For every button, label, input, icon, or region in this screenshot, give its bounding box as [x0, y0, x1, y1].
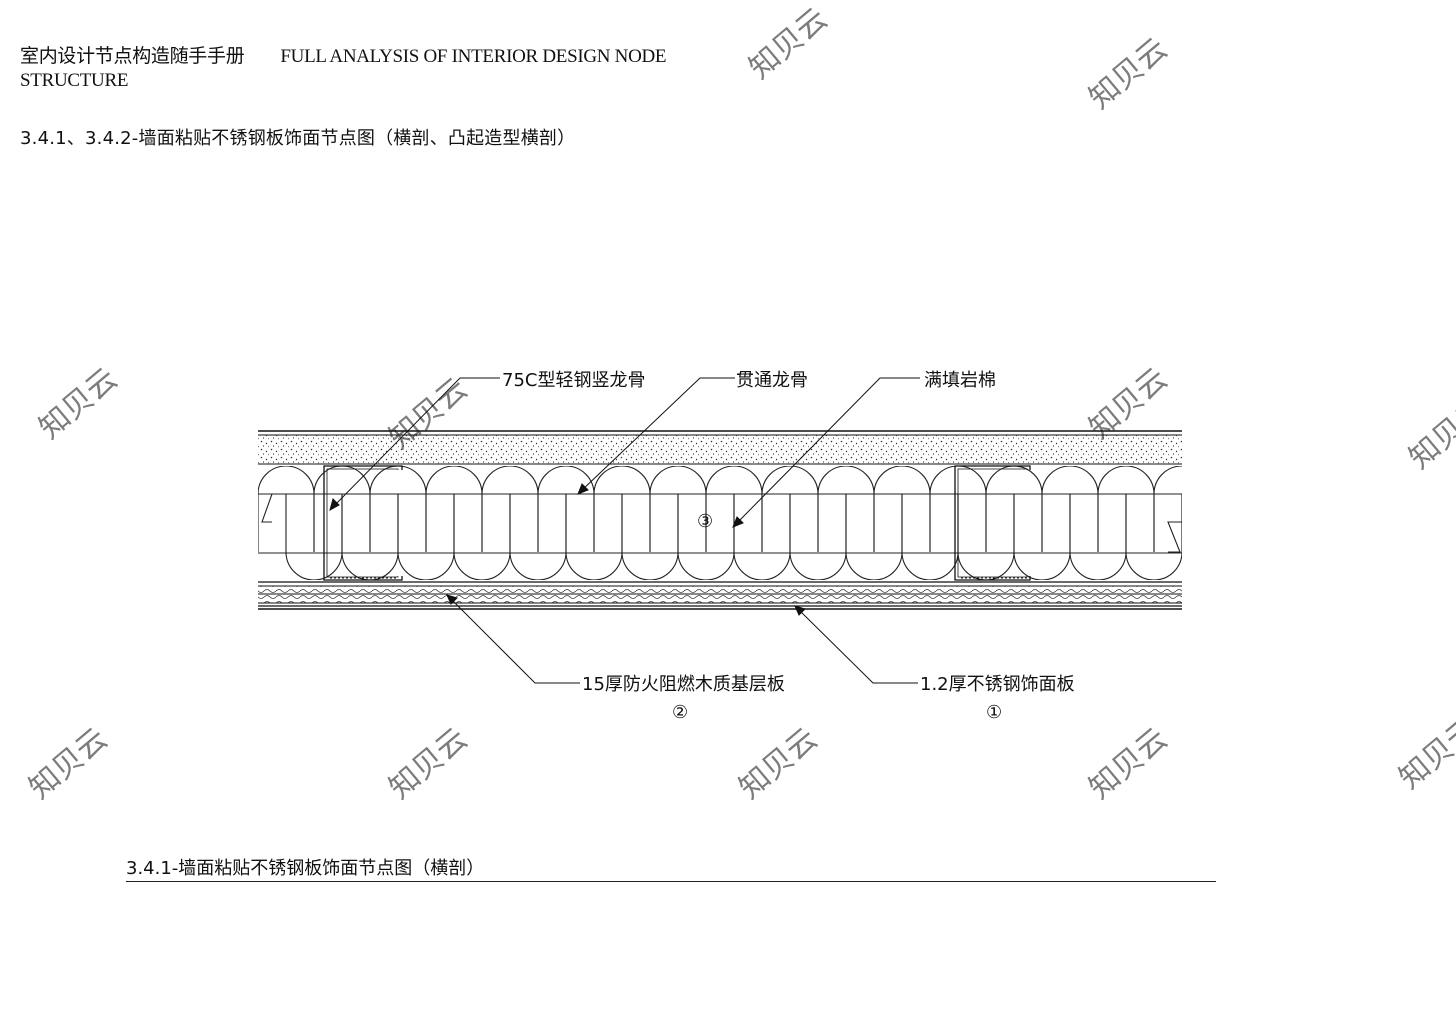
drawing-caption: 3.4.1-墙面粘贴不锈钢板饰面节点图（横剖） [126, 858, 485, 879]
leader-lines [329, 377, 920, 684]
insulation-loop [1181, 494, 1182, 558]
insulation-loop [481, 466, 539, 552]
watermark-text: 知贝云 [23, 721, 114, 806]
insulation-loop [789, 494, 847, 580]
insulation-loop [453, 494, 511, 580]
watermark-text: 知贝云 [743, 1, 834, 86]
header-title-en-continued: STRUCTURE [20, 70, 129, 91]
insulation-loop [537, 466, 595, 552]
label-base-board: 15厚防火阻燃木质基层板 [582, 674, 785, 695]
rock-wool-insulation [258, 466, 1182, 580]
watermark-text: 知贝云 [383, 721, 474, 806]
watermark-text: 知贝云 [1083, 31, 1174, 116]
insulation-loop [1153, 466, 1182, 495]
top-board [258, 430, 1182, 465]
insulation-loop [1013, 494, 1071, 580]
header-title: 室内设计节点构造随手手册 FULL ANALYSIS OF INTERIOR DE… [20, 44, 780, 70]
insulation-loop [677, 494, 735, 580]
watermark-text: 知贝云 [1083, 721, 1174, 806]
insulation-loop [705, 466, 763, 552]
marker-2: ② [672, 702, 688, 723]
insulation-loop [397, 494, 455, 580]
insulation-loop [733, 494, 791, 580]
insulation-loop [901, 494, 959, 580]
bottom-boards [258, 581, 1182, 610]
insulation-loop [1125, 494, 1182, 580]
insulation-loop [621, 494, 679, 580]
watermark-text: 知贝云 [733, 721, 824, 806]
insulation-loop [1097, 466, 1155, 552]
header-title-cn: 室内设计节点构造随手手册 [20, 46, 245, 67]
insulation-loop [761, 466, 819, 552]
insulation-loop [425, 466, 483, 552]
watermark-text: 知贝云 [1403, 391, 1456, 476]
insulation-loop [1041, 466, 1099, 552]
watermark-text: 知贝云 [1393, 711, 1456, 796]
watermark-text: 知贝云 [1083, 361, 1174, 446]
insulation-loop [285, 494, 343, 580]
label-stud: 75C型轻钢竖龙骨 [502, 370, 645, 391]
section-title: 3.4.1、3.4.2-墙面粘贴不锈钢板饰面节点图（横剖、凸起造型横剖） [20, 128, 576, 149]
marker-1: ① [986, 702, 1002, 723]
insulation-loop [873, 466, 931, 552]
watermark-text: 知贝云 [33, 361, 124, 446]
break-marks [258, 493, 1182, 553]
steel-stud-left [323, 465, 403, 581]
insulation-loop [1069, 494, 1127, 580]
insulation-loop [509, 494, 567, 580]
caption-underline [126, 881, 1216, 882]
insulation-loop [649, 466, 707, 552]
steel-stud-right [954, 465, 1031, 581]
insulation-loop [817, 466, 875, 552]
label-channel: 贯通龙骨 [736, 370, 808, 391]
marker-3: ③ [697, 511, 713, 532]
label-insulation: 满填岩棉 [924, 370, 996, 391]
insulation-loop [593, 466, 651, 552]
insulation-loop [258, 466, 315, 552]
label-steel-panel: 1.2厚不锈钢饰面板 [920, 674, 1075, 695]
header-title-en: FULL ANALYSIS OF INTERIOR DESIGN NODE [280, 46, 667, 67]
insulation-loop [565, 494, 623, 580]
insulation-loop [845, 494, 903, 580]
